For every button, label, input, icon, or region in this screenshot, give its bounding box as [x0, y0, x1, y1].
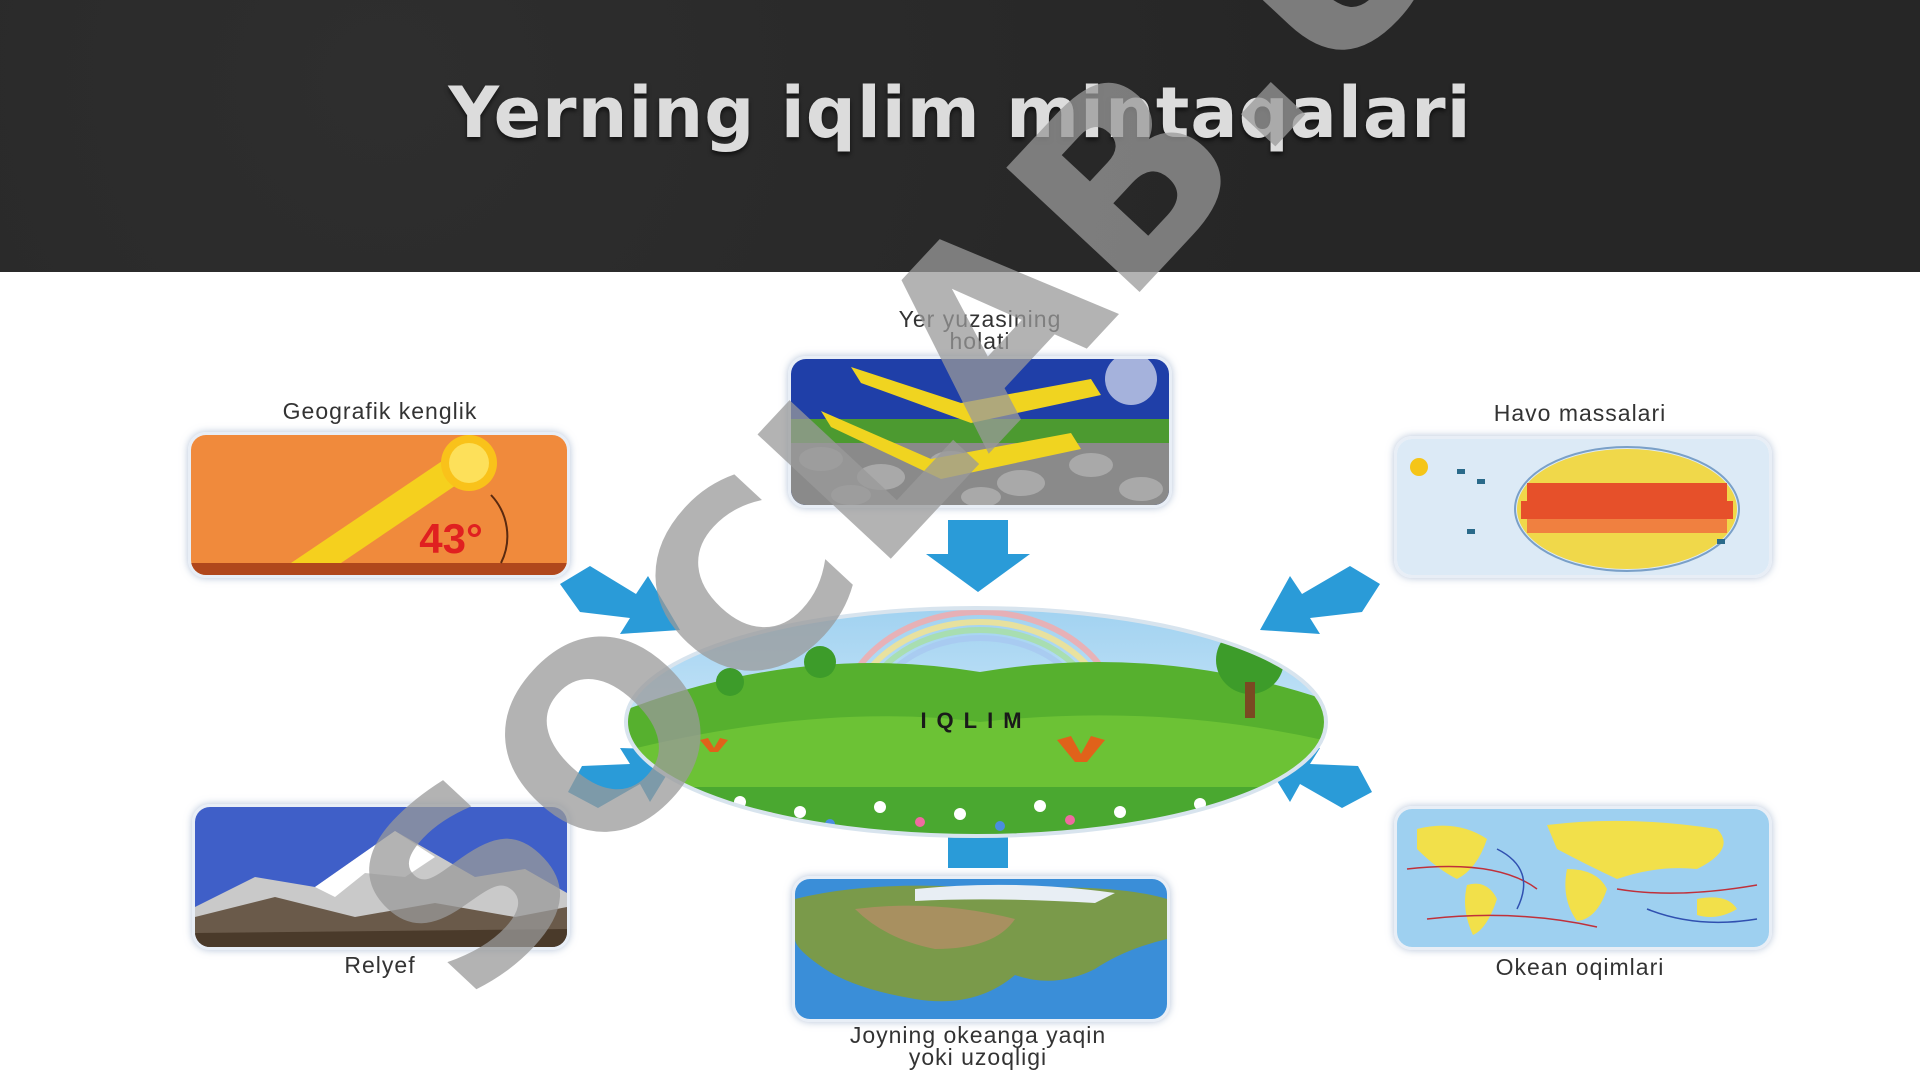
slide-header: Yerning iqlim mintaqalari [0, 0, 1920, 272]
latitude-image: 43° [191, 435, 567, 575]
label-ocean-distance: Joyning okeanga yaqin yoki uzoqligi [760, 1022, 1196, 1070]
center-label: IQLIM [920, 708, 1031, 733]
surface-image [791, 359, 1169, 505]
card-currents [1394, 806, 1772, 950]
relief-image [195, 807, 567, 947]
arrow-from-air-masses [1260, 566, 1380, 634]
card-ocean-distance [792, 876, 1170, 1022]
label-ocean-distance-line2: yoki uzoqligi [908, 1044, 1048, 1070]
latitude-degree: 43° [419, 515, 483, 562]
label-surface-line1: Yer yuzasining [898, 306, 1062, 332]
label-surface: Yer yuzasining holati [780, 306, 1180, 354]
climate-factors-diagram: IQLIM Geografik kenglik 43° Yer yuzasini… [0, 272, 1920, 1080]
card-surface [788, 356, 1172, 508]
climate-center-image: IQLIM [624, 606, 1328, 838]
currents-image [1397, 809, 1769, 947]
label-currents: Okean oqimlari [1495, 954, 1665, 980]
label-relief: Relyef [344, 952, 416, 978]
label-air-masses: Havo massalari [1493, 400, 1667, 426]
card-latitude: 43° [188, 432, 570, 578]
label-ocean-distance-line1: Joyning okeanga yaqin [849, 1022, 1107, 1048]
arrow-from-surface [926, 520, 1030, 592]
label-latitude: Geografik kenglik [282, 398, 478, 424]
ocean-distance-image [795, 879, 1167, 1019]
card-air-masses [1394, 436, 1772, 578]
arrow-from-latitude [560, 566, 680, 634]
card-relief [192, 804, 570, 950]
air-masses-image [1397, 439, 1769, 575]
slide-title: Yerning iqlim mintaqalari [448, 72, 1472, 154]
label-surface-line2: holati [949, 328, 1011, 354]
